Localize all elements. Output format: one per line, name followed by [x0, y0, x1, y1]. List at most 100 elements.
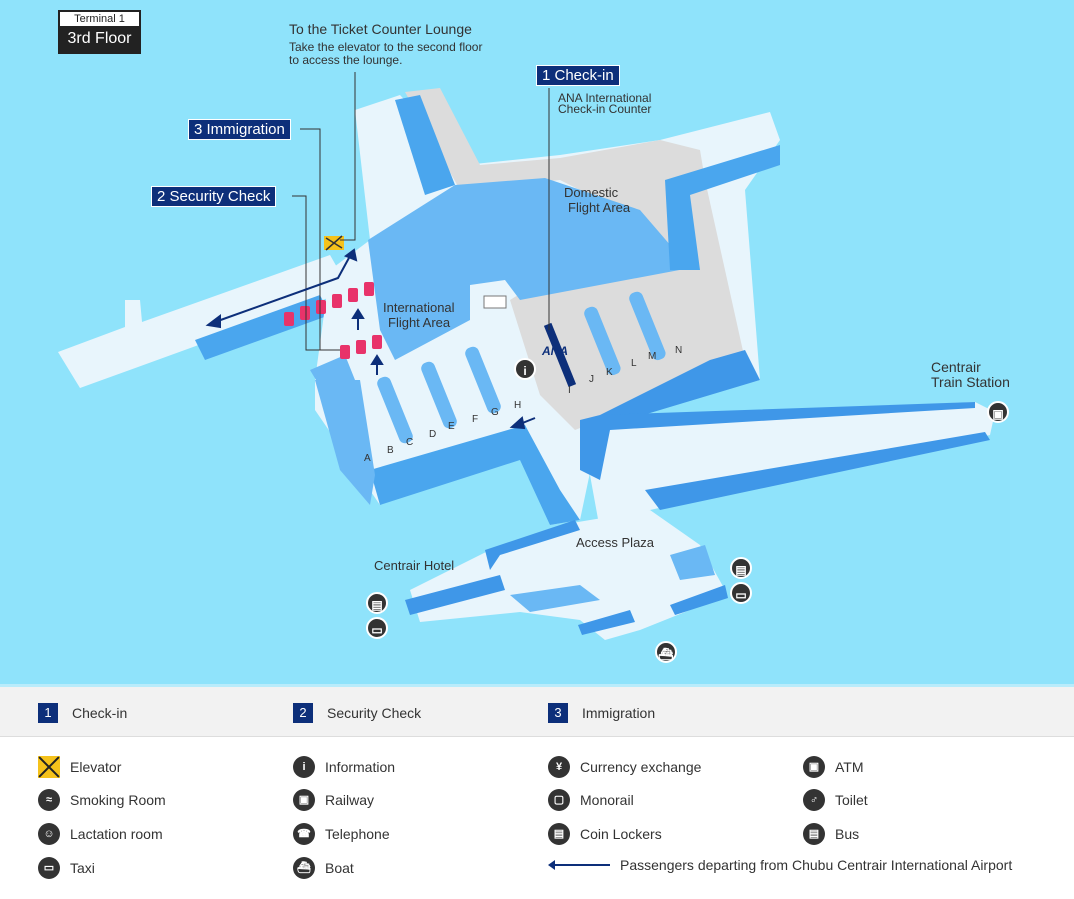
legend-monorail: ▢Monorail	[548, 789, 634, 811]
south-block	[370, 425, 580, 525]
legend-label: Elevator	[70, 759, 122, 775]
east-block	[600, 350, 760, 425]
gate-label: E	[448, 421, 455, 432]
legend-label: Railway	[325, 792, 375, 808]
smoking-room-icon: ≈	[38, 789, 60, 811]
domestic-label-1: Domestic	[564, 185, 619, 200]
train-pier-wall-south	[645, 432, 990, 510]
ana-counter-label-1: ANA International	[558, 91, 652, 105]
plaza-wall-se	[670, 585, 728, 615]
atm-icon: ▣	[803, 756, 825, 778]
legend-label: Coin Lockers	[580, 826, 662, 842]
lounge-title: To the Ticket Counter Lounge	[289, 21, 472, 37]
plaza-wall-south	[510, 585, 600, 612]
immigration-callout: 3 Immigration	[188, 119, 291, 140]
boat-icon: ⛴	[293, 857, 315, 879]
legend-label: Information	[325, 759, 396, 775]
step-immigration: 3 Immigration	[548, 703, 655, 723]
ana-logo: ANA	[542, 344, 568, 358]
checkin-callout: 1 Check-in	[536, 65, 620, 86]
international-block	[368, 178, 690, 360]
legend-information: i Information	[293, 756, 395, 778]
gate-label: M	[648, 351, 657, 362]
floor-map: Terminal 1 3rd Floor To the Ticket Count…	[0, 0, 1074, 684]
legend-atm: ▣ ATM	[803, 756, 864, 778]
legend-currency: ¥ Currency exchange	[548, 756, 701, 778]
lactation-room-icon: ☺	[38, 823, 60, 845]
map-boat-icon[interactable]: ⛴	[655, 641, 677, 663]
plaza-wall-s	[578, 610, 635, 635]
west-pier-wall	[195, 295, 330, 360]
arrow-left-icon	[548, 860, 610, 870]
map-bus-icon[interactable]: ▤	[730, 557, 752, 579]
train-label-1: Centrair	[931, 359, 981, 375]
brochure-stand-icon	[483, 295, 507, 309]
taxi-icon: ▭	[38, 857, 60, 879]
legend-smoking: ≈ Smoking Room	[38, 789, 166, 811]
map-information-icon[interactable]: i	[514, 358, 536, 380]
terminal-label: Terminal 1	[60, 12, 139, 26]
legend-toilet: ♂ Toilet	[803, 789, 868, 811]
ana-counter-label-2: Check-in Counter	[558, 102, 652, 116]
leader-lines	[292, 72, 550, 351]
step-security: 2 Security Check	[293, 703, 421, 723]
north-pier	[395, 95, 455, 195]
legend-departure-arrow: Passengers departing from Chubu Centrair…	[548, 857, 1012, 873]
currency-exchange-icon: ¥	[548, 756, 570, 778]
gate-label: C	[406, 437, 414, 448]
legend-telephone: ☎Telephone	[293, 823, 390, 845]
legend-label: Lactation room	[70, 826, 163, 842]
east-wing	[665, 145, 780, 270]
legend-taxi: ▭ Taxi	[38, 857, 95, 879]
map-taxi-icon[interactable]: ▭	[730, 582, 752, 604]
floor-label: 3rd Floor	[67, 30, 132, 47]
lounge-note-2: to access the lounge.	[289, 53, 403, 67]
legend-boat: ⛴Boat	[293, 857, 354, 879]
legend-lactation: ☺ Lactation room	[38, 823, 163, 845]
legend-label: Bus	[835, 826, 860, 842]
plaza-wall-north	[485, 520, 580, 570]
step-label: Immigration	[582, 705, 656, 721]
map-bus-icon[interactable]: ▤	[366, 592, 388, 614]
information-icon: i	[293, 756, 315, 778]
train-label-2: Train Station	[931, 374, 1010, 390]
gate-label: D	[429, 429, 437, 440]
gate-label: I	[568, 385, 571, 396]
floor-badge: Terminal 1 3rd Floor	[58, 10, 141, 54]
access-plaza-label: Access Plaza	[576, 535, 655, 550]
gate-piers	[334, 240, 666, 459]
access-plaza	[410, 510, 725, 640]
legend-label: Taxi	[70, 860, 95, 876]
legend-bus: ▤Bus	[803, 823, 859, 845]
legend-label: Monorail	[580, 792, 634, 808]
departure-route-arrows	[205, 248, 536, 430]
plaza-wall-west	[405, 575, 505, 615]
legend-elevator: Elevator	[38, 756, 121, 778]
step-label: Security Check	[327, 705, 422, 721]
gate-label: L	[631, 358, 637, 369]
legend-label: Toilet	[835, 792, 868, 808]
legend-label: ATM	[835, 759, 864, 775]
plaza-wall-east	[670, 545, 715, 580]
legend-label: Smoking Room	[70, 792, 166, 808]
gate-label: G	[491, 407, 499, 418]
map-railway-icon[interactable]: ▣	[987, 401, 1009, 423]
map-drawing	[58, 72, 995, 640]
gate-label: A	[364, 453, 371, 464]
gate-label: N	[675, 345, 683, 356]
gate-label: J	[589, 374, 594, 385]
gate-label: H	[514, 400, 522, 411]
legend-label: Currency exchange	[580, 759, 702, 775]
elevator-icon	[38, 756, 60, 778]
legend-railway: ▣Railway	[293, 789, 374, 811]
map-taxi-icon[interactable]: ▭	[366, 617, 388, 639]
gate-label: B	[387, 445, 394, 456]
gate-label: F	[472, 414, 479, 425]
ana-counter	[543, 322, 577, 388]
step-number: 2	[293, 703, 313, 723]
step-number: 3	[548, 703, 568, 723]
toilet-icon: ♂	[803, 789, 825, 811]
security-gates	[284, 282, 382, 359]
legend-lockers: ▤Coin Lockers	[548, 823, 662, 845]
